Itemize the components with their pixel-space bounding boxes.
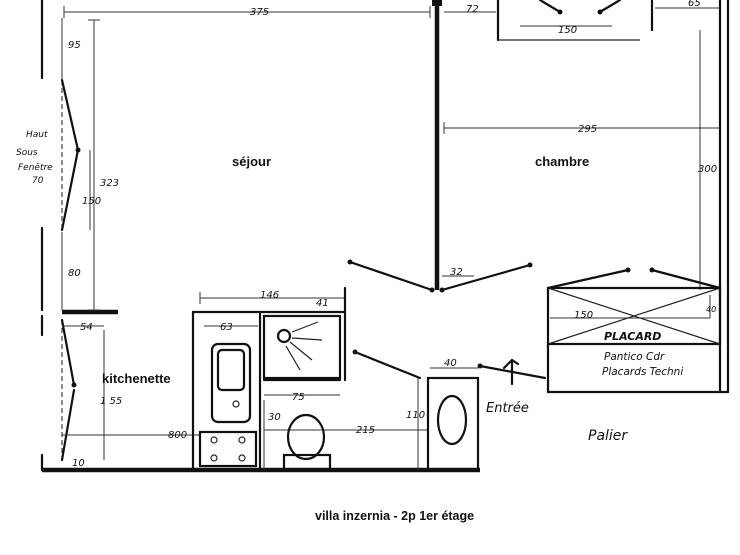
dim-155: 1 55: [100, 396, 122, 407]
note-line-1: Haut: [26, 130, 48, 140]
dim-40-placard: 40: [706, 305, 716, 314]
dim-323: 323: [100, 178, 119, 189]
entree-label: Entrée: [486, 401, 529, 416]
partition-wall: [432, 0, 442, 290]
dim-215: 215: [356, 425, 375, 436]
dim-80: 80: [68, 268, 81, 279]
window-note: Haut Sous Fenêtre 70: [16, 130, 53, 186]
dim-800: 800: [168, 430, 187, 441]
placard-sub-1: Pantico Cdr: [604, 351, 665, 363]
room-kitchenette: kitchenette: [102, 371, 171, 386]
left-windows: [60, 78, 81, 462]
dim-95: 95: [68, 40, 81, 51]
dim-54: 54: [80, 322, 93, 333]
palier-label: Palier: [588, 428, 628, 444]
arrow-icon: [502, 358, 520, 386]
dim-63: 63: [220, 322, 233, 333]
dim-146: 146: [260, 290, 279, 301]
dim-32: 32: [450, 267, 463, 278]
placard-sub-2: Placards Techni: [602, 366, 683, 378]
note-line-4: 70: [32, 176, 44, 186]
dim-110: 110: [406, 410, 425, 421]
dim-41: 41: [316, 298, 329, 309]
outer-walls: [40, 0, 730, 473]
note-line-2: Sous: [16, 148, 38, 158]
dim-375: 375: [250, 7, 269, 18]
dim-75: 75: [292, 392, 305, 403]
dim-300: 300: [698, 164, 717, 175]
placard-block: [546, 267, 722, 394]
kitchen-bath-block: [191, 286, 480, 472]
dim-10: 10: [72, 458, 85, 469]
plan-caption: villa inzernia - 2p 1er étage: [315, 509, 474, 523]
dim-30: 30: [268, 412, 281, 423]
dim-65-top: 65: [688, 0, 701, 9]
dim-72: 72: [466, 4, 479, 15]
dim-40: 40: [444, 358, 457, 369]
dimension-labels: 375 72 65 150 295 300 95 323 150 80 54 1…: [68, 0, 717, 469]
room-sejour: séjour: [232, 154, 271, 169]
note-line-3: Fenêtre: [18, 162, 53, 173]
room-chambre: chambre: [535, 154, 589, 169]
dim-295: 295: [578, 124, 597, 135]
dim-150-placard: 150: [574, 310, 593, 321]
placard-label: PLACARD: [604, 330, 661, 343]
doors: [347, 0, 622, 380]
dim-150-left: 150: [82, 196, 101, 207]
dim-150-top: 150: [558, 25, 577, 36]
dimension-lines: [61, 6, 720, 470]
